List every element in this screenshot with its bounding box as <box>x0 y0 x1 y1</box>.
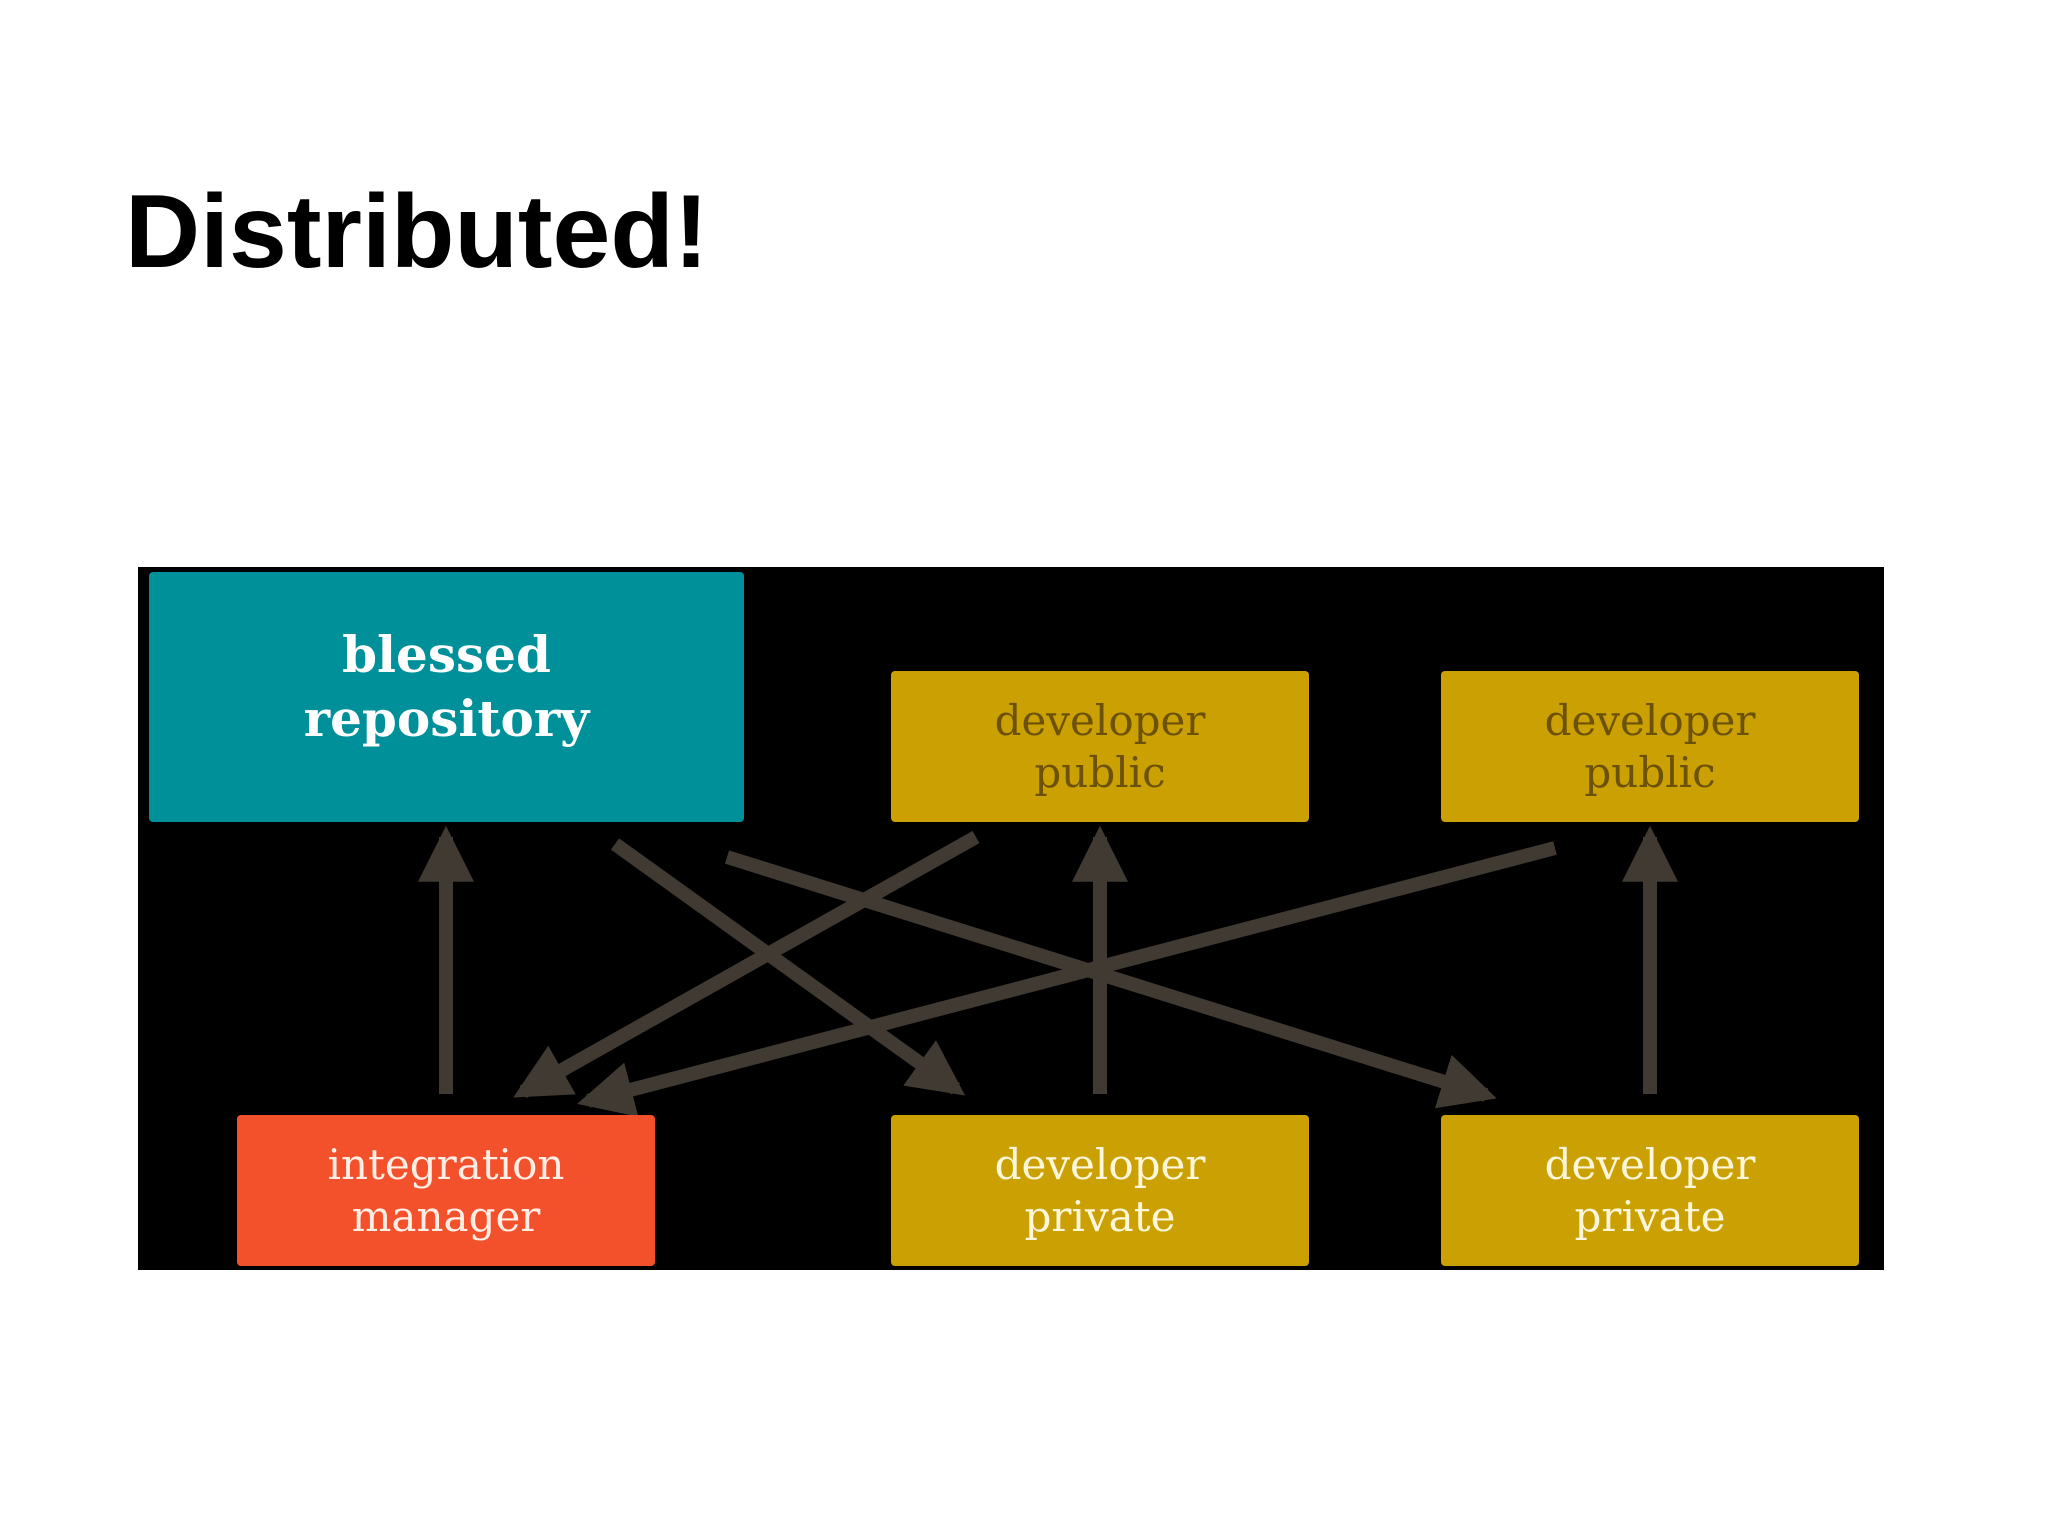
developer-private-2-label-line2: private <box>1574 1191 1726 1241</box>
developer-public-1-label-line1: developer <box>994 695 1206 745</box>
arrow-public2-to-integration <box>577 841 1557 1117</box>
blessed-repository-node: blessed repository <box>149 572 744 822</box>
developer-private-1-label-line1: developer <box>994 1139 1206 1189</box>
integration-manager-node: integration manager <box>237 1115 655 1266</box>
developer-public-node-2: developer public <box>1441 671 1859 822</box>
developer-public-2-label-line1: developer <box>1544 695 1756 745</box>
slide-title: Distributed! <box>125 174 709 290</box>
developer-private-1-label-line2: private <box>1024 1191 1176 1241</box>
arrow-blessed-to-private2 <box>724 850 1497 1109</box>
developer-private-2-label-line1: developer <box>1544 1139 1756 1189</box>
developer-private-node-2: developer private <box>1441 1115 1859 1266</box>
blessed-repository-label-line1: blessed <box>342 625 551 684</box>
blessed-repository-label-line2: repository <box>303 689 590 748</box>
git-workflow-diagram: blessed repository developer public deve… <box>138 567 1884 1270</box>
developer-private-node-1: developer private <box>891 1115 1309 1266</box>
arrow-public1-to-integration <box>513 830 980 1099</box>
arrows-layer <box>418 825 1678 1117</box>
developer-public-2-label-line2: public <box>1584 747 1716 797</box>
integration-manager-label-line2: manager <box>351 1191 541 1241</box>
developer-public-node-1: developer public <box>891 671 1309 822</box>
arrow-blessed-to-private1 <box>610 838 966 1096</box>
integration-manager-label-line1: integration <box>327 1139 565 1189</box>
developer-public-1-label-line2: public <box>1034 747 1166 797</box>
